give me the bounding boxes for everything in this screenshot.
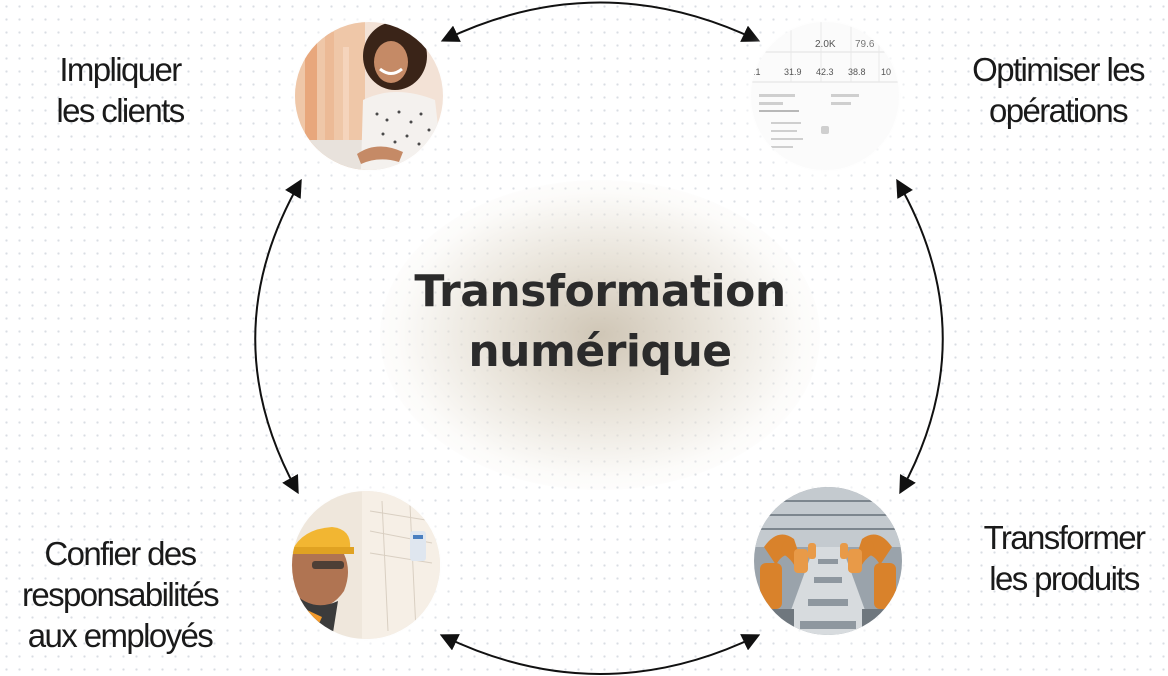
label-empower-employees-line2: responsabilités <box>21 576 220 613</box>
label-optimize-operations: Optimiser les opérations <box>948 49 1168 131</box>
arrow-left <box>254 178 302 495</box>
label-engage-customers-line2: les clients <box>56 92 185 129</box>
arrow-bottom <box>439 634 761 675</box>
dashboard-value-a: 2.0K <box>815 39 836 50</box>
dashboard-value-f: 38.8 <box>848 67 866 77</box>
center-title-line2: numérique <box>468 326 732 377</box>
optimize-operations-image: 2.0K 79.6 .1 31.9 42.3 38.8 10 <box>751 22 899 170</box>
empower-employees-image <box>292 491 440 639</box>
label-transform-products-line2: les produits <box>989 560 1140 597</box>
dashboard-value-e: 42.3 <box>816 67 834 77</box>
engage-customers-image <box>295 22 443 170</box>
center-title: Transformation numérique <box>360 262 840 382</box>
dashboard-value-g: 10 <box>881 67 891 77</box>
label-empower-employees: Confier des responsabilités aux employés <box>0 533 240 656</box>
transform-products-image <box>754 487 902 635</box>
label-transform-products-line1: Transformer <box>983 519 1146 556</box>
label-engage-customers-line1: Impliquer <box>59 51 182 88</box>
center-glow <box>380 180 820 490</box>
label-empower-employees-line3: aux employés <box>27 617 214 654</box>
label-engage-customers: Impliquer les clients <box>20 49 220 131</box>
arrow-top <box>440 1 761 42</box>
center-title-line1: Transformation <box>414 266 786 317</box>
dashboard-value-c: .1 <box>753 67 761 77</box>
dashboard-value-b: 79.6 <box>855 39 875 50</box>
dashboard-value-d: 31.9 <box>784 67 802 77</box>
label-empower-employees-line1: Confier des <box>44 535 197 572</box>
label-transform-products: Transformer les produits <box>960 517 1168 599</box>
arrow-right <box>896 178 944 495</box>
label-optimize-operations-line2: opérations <box>988 92 1129 129</box>
label-optimize-operations-line1: Optimiser les <box>972 51 1145 88</box>
